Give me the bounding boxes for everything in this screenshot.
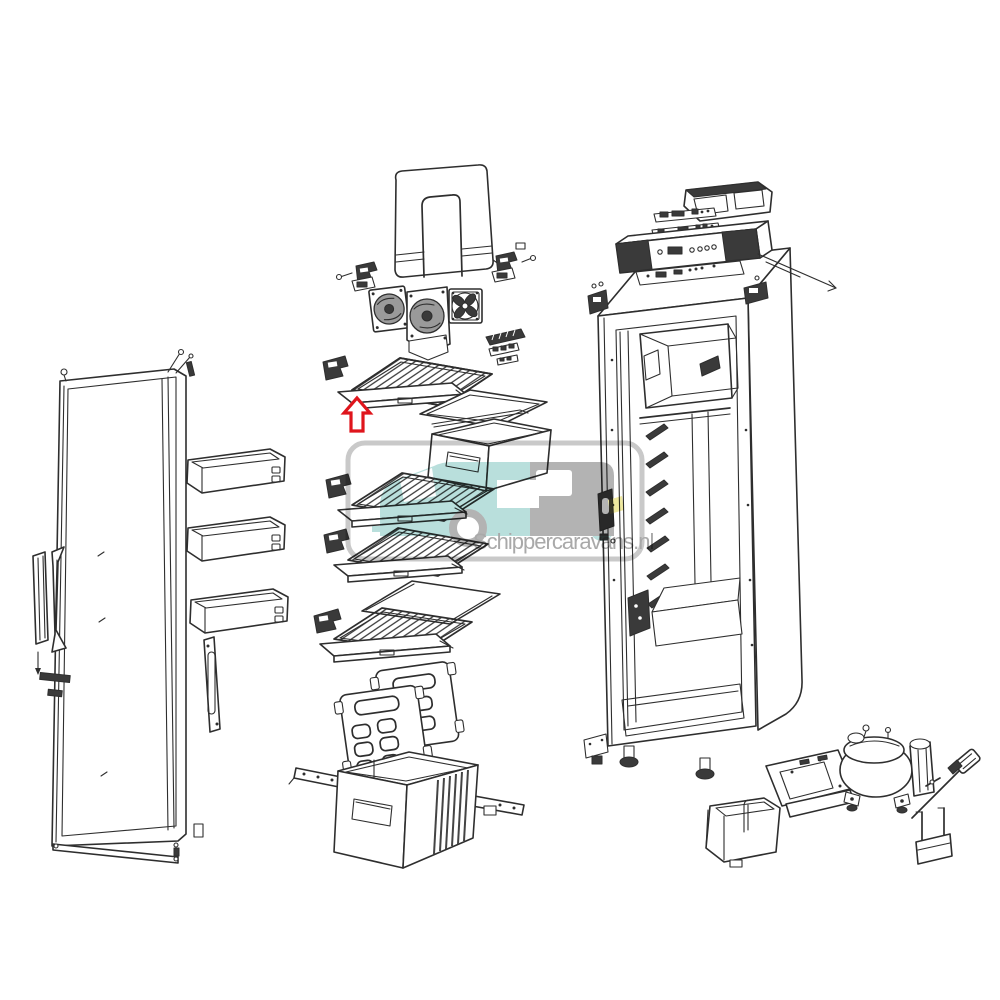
door-panel: [51, 368, 187, 847]
evaporator-cover-panel: [394, 164, 500, 278]
watermark-text: Schippercaravans.nl: [473, 529, 653, 554]
cooling-fan-left: [368, 285, 411, 333]
hinge-top-left: [587, 281, 609, 315]
control-pcb-strip-1: [653, 207, 717, 223]
cooling-fan-center: [406, 286, 451, 361]
door-handle-screws: [35, 651, 71, 698]
display-strip: [635, 260, 745, 286]
freezer-compartment: [639, 323, 739, 425]
cabinet-feet: [619, 745, 715, 780]
fan-bracket-right: [491, 242, 537, 283]
watermark-border: [345, 440, 645, 562]
caravan-light-yellow: [608, 496, 624, 514]
drip-tray-shelf: [419, 389, 548, 428]
compressor-mount-bracket: [765, 749, 855, 818]
door-inner-handle-plate: [193, 636, 221, 838]
shelf-bracket-1: [322, 355, 349, 381]
hinge-top-right: [743, 275, 769, 305]
control-panel: [615, 220, 773, 274]
caravan-windshield: [400, 468, 436, 502]
fan-bracket-left: [335, 261, 378, 292]
freezer-drawer-box: [333, 751, 479, 869]
caravan-front-wheel: [449, 509, 487, 547]
pipe-clamp-bracket: [915, 807, 953, 865]
thermostat-probe: [911, 748, 981, 819]
thermostat-wire: [757, 253, 837, 292]
cabinet-side-panel: [747, 247, 803, 731]
shelf-front-trim-4: [319, 633, 454, 663]
door-top-screws: [60, 348, 196, 382]
compressor-hump: [621, 577, 745, 737]
hinge-bottom-left: [583, 733, 609, 765]
cooling-fan-right: [448, 288, 483, 324]
door-bottom-trim: [52, 842, 180, 864]
hinge-pin-icon: [60, 368, 68, 376]
compressor: [839, 724, 935, 814]
selection-arrow: [340, 395, 374, 433]
caravan-window-mid: [497, 480, 539, 508]
drip-tray: [705, 797, 781, 868]
freezer-vent-icon: [699, 355, 721, 377]
up-block-arrow-icon: [340, 395, 374, 433]
watermark: Schippercaravans.nl: [345, 440, 654, 562]
heater-strip: [485, 328, 526, 366]
shelf-bracket-4: [313, 608, 342, 634]
caravan-window-rear: [536, 470, 572, 496]
door-handle-assembly: [32, 546, 67, 653]
